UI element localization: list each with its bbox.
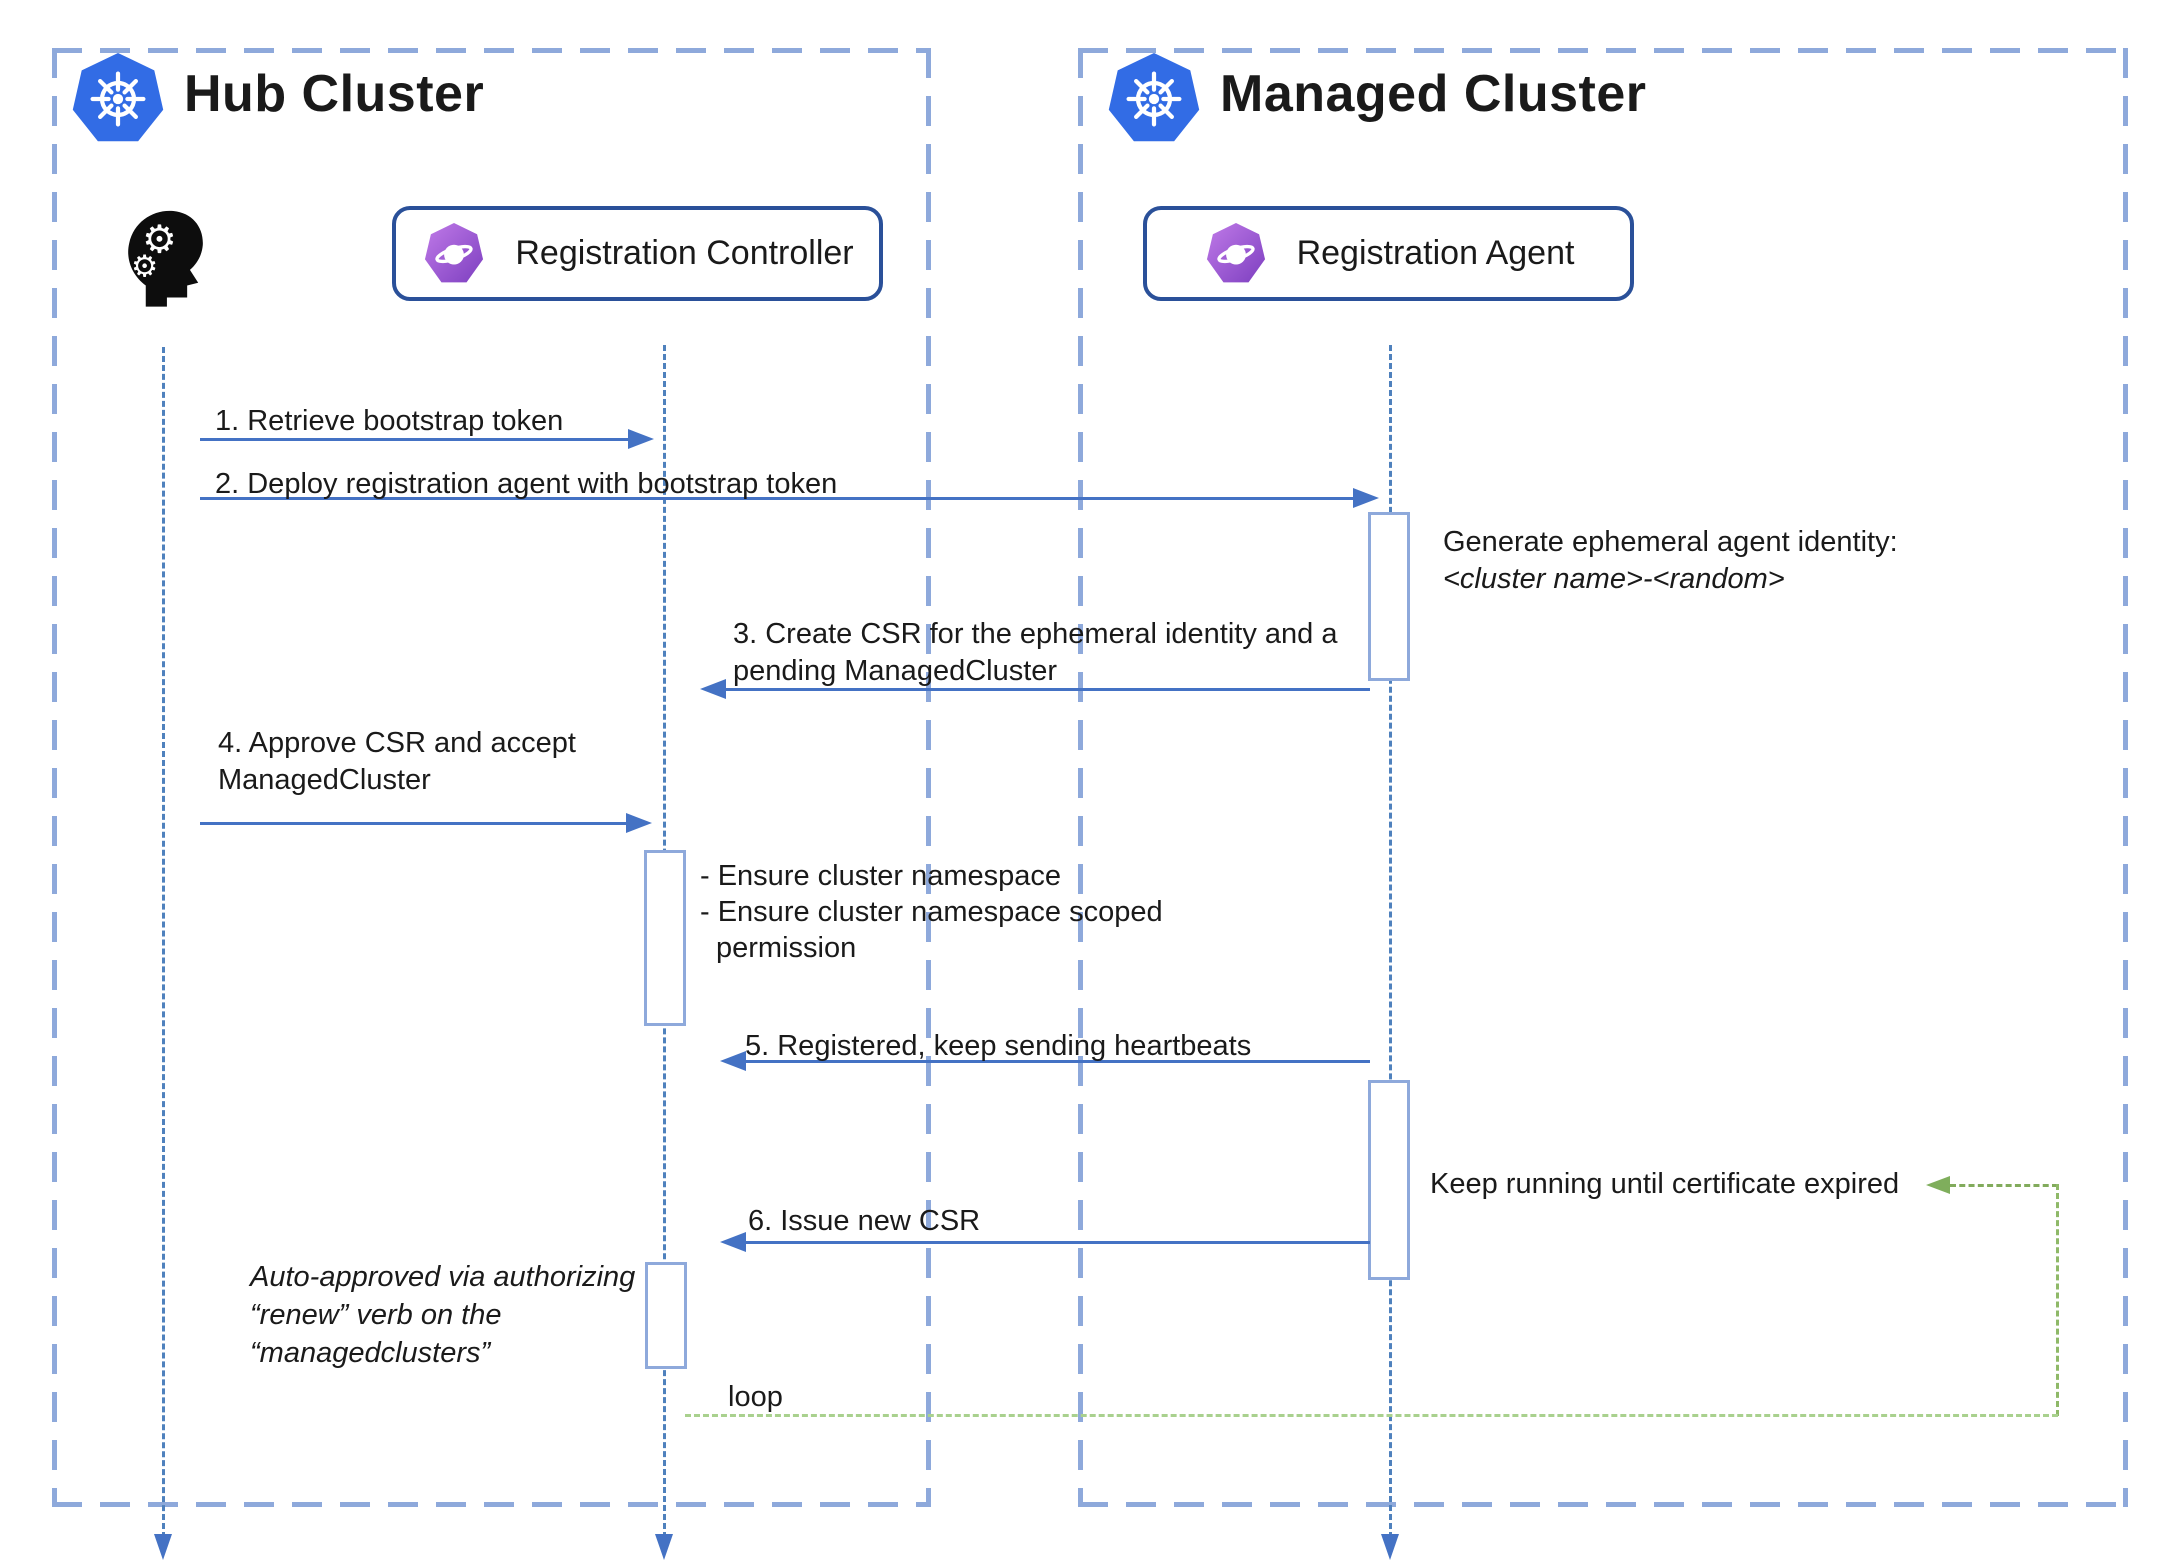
registration-agent-box: Registration Agent [1143, 206, 1634, 301]
registration-agent-label: Registration Agent [1296, 234, 1575, 272]
managed-cluster-title: Managed Cluster [1220, 65, 1647, 123]
message-1-arrow [200, 438, 630, 441]
message-5-label: 5. Registered, keep sending heartbeats [745, 1030, 1252, 1062]
registration-controller-box: Registration Controller [392, 206, 883, 301]
kubernetes-icon [1106, 52, 1202, 146]
managed-frame-right [2123, 48, 2128, 1507]
message-5-arrow [740, 1060, 1370, 1063]
activation-controller-renew [645, 1262, 687, 1369]
message-6-label: 6. Issue new CSR [748, 1205, 981, 1237]
managed-frame-top [1078, 48, 2128, 53]
managed-frame-bottom [1078, 1502, 2128, 1507]
message-3-arrow [720, 688, 1370, 691]
hub-frame-bottom [52, 1502, 930, 1507]
message-3-label: 3. Create CSR for the ephemeral identity… [733, 618, 1338, 687]
message-4-arrowhead [626, 813, 652, 833]
lifeline-agent-arrowhead [1381, 1534, 1399, 1560]
loop-label: loop [728, 1381, 783, 1413]
message-4-arrow [200, 822, 628, 825]
message-4-label: 4. Approve CSR and accept ManagedCluster [218, 727, 576, 796]
note-auto-approved: Auto-approved via authorizing “renew” ve… [250, 1261, 636, 1369]
lifeline-user-arrowhead [154, 1534, 172, 1560]
kubernetes-icon [70, 52, 166, 146]
message-5-arrowhead [720, 1051, 746, 1071]
registration-controller-label: Registration Controller [515, 234, 854, 272]
svg-text:⚙: ⚙ [142, 217, 177, 262]
activation-agent-identity [1368, 512, 1410, 681]
message-2-label: 2. Deploy registration agent with bootst… [215, 468, 838, 500]
loop-return-line-vertical [2056, 1184, 2059, 1416]
hub-frame-top [52, 48, 930, 53]
message-1-arrowhead [628, 429, 654, 449]
head-gears-icon: ⚙ ⚙ [120, 206, 212, 308]
note-keep-running: Keep running until certificate expired [1430, 1168, 1900, 1200]
loop-return-line-horizontal [1950, 1184, 2058, 1187]
hub-cluster-title: Hub Cluster [184, 65, 485, 123]
message-2-arrowhead [1353, 488, 1379, 508]
ocm-icon [421, 221, 487, 287]
hub-frame-left [52, 48, 57, 1507]
lifeline-user [162, 347, 165, 1538]
managed-frame-left [1078, 48, 1083, 1507]
activation-controller-ensure [644, 850, 686, 1026]
lifeline-controller-arrowhead [655, 1534, 673, 1560]
activation-agent-running [1368, 1080, 1410, 1280]
note-ensure-namespace: - Ensure cluster namespace - Ensure clus… [700, 860, 1163, 964]
ocm-icon [1203, 221, 1269, 287]
message-2-arrow [200, 497, 1355, 500]
hub-frame-right [926, 48, 931, 1507]
message-3-arrowhead [700, 679, 726, 699]
svg-text:⚙: ⚙ [131, 249, 158, 284]
message-1-label: 1. Retrieve bootstrap token [215, 405, 564, 437]
message-6-arrowhead [720, 1232, 746, 1252]
loop-line [685, 1414, 2058, 1417]
lifeline-agent [1389, 345, 1392, 1538]
message-6-arrow [740, 1241, 1370, 1244]
loop-return-arrowhead [1926, 1176, 1950, 1194]
note-generate-identity: Generate ephemeral agent identity: <clus… [1443, 526, 1898, 595]
